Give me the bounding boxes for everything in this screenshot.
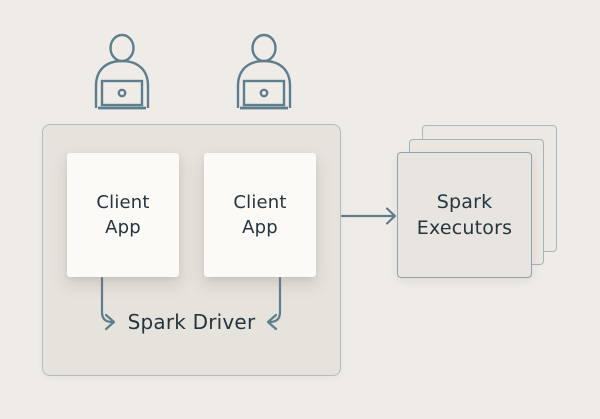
spark-executors-label: Spark Executors xyxy=(416,191,513,239)
client-app-box-1: Client App xyxy=(67,153,179,277)
spark-driver-label: Spark Driver xyxy=(127,310,256,334)
client-app-label: Client App xyxy=(96,192,150,238)
arrow-driver-to-executors xyxy=(340,207,397,225)
spark-executor-box: Spark Executors xyxy=(397,152,532,278)
client-app-box-2: Client App xyxy=(204,153,316,277)
client-app-label: Client App xyxy=(233,192,287,238)
user-at-laptop-icon xyxy=(236,33,292,110)
user-at-laptop-icon xyxy=(94,33,150,110)
